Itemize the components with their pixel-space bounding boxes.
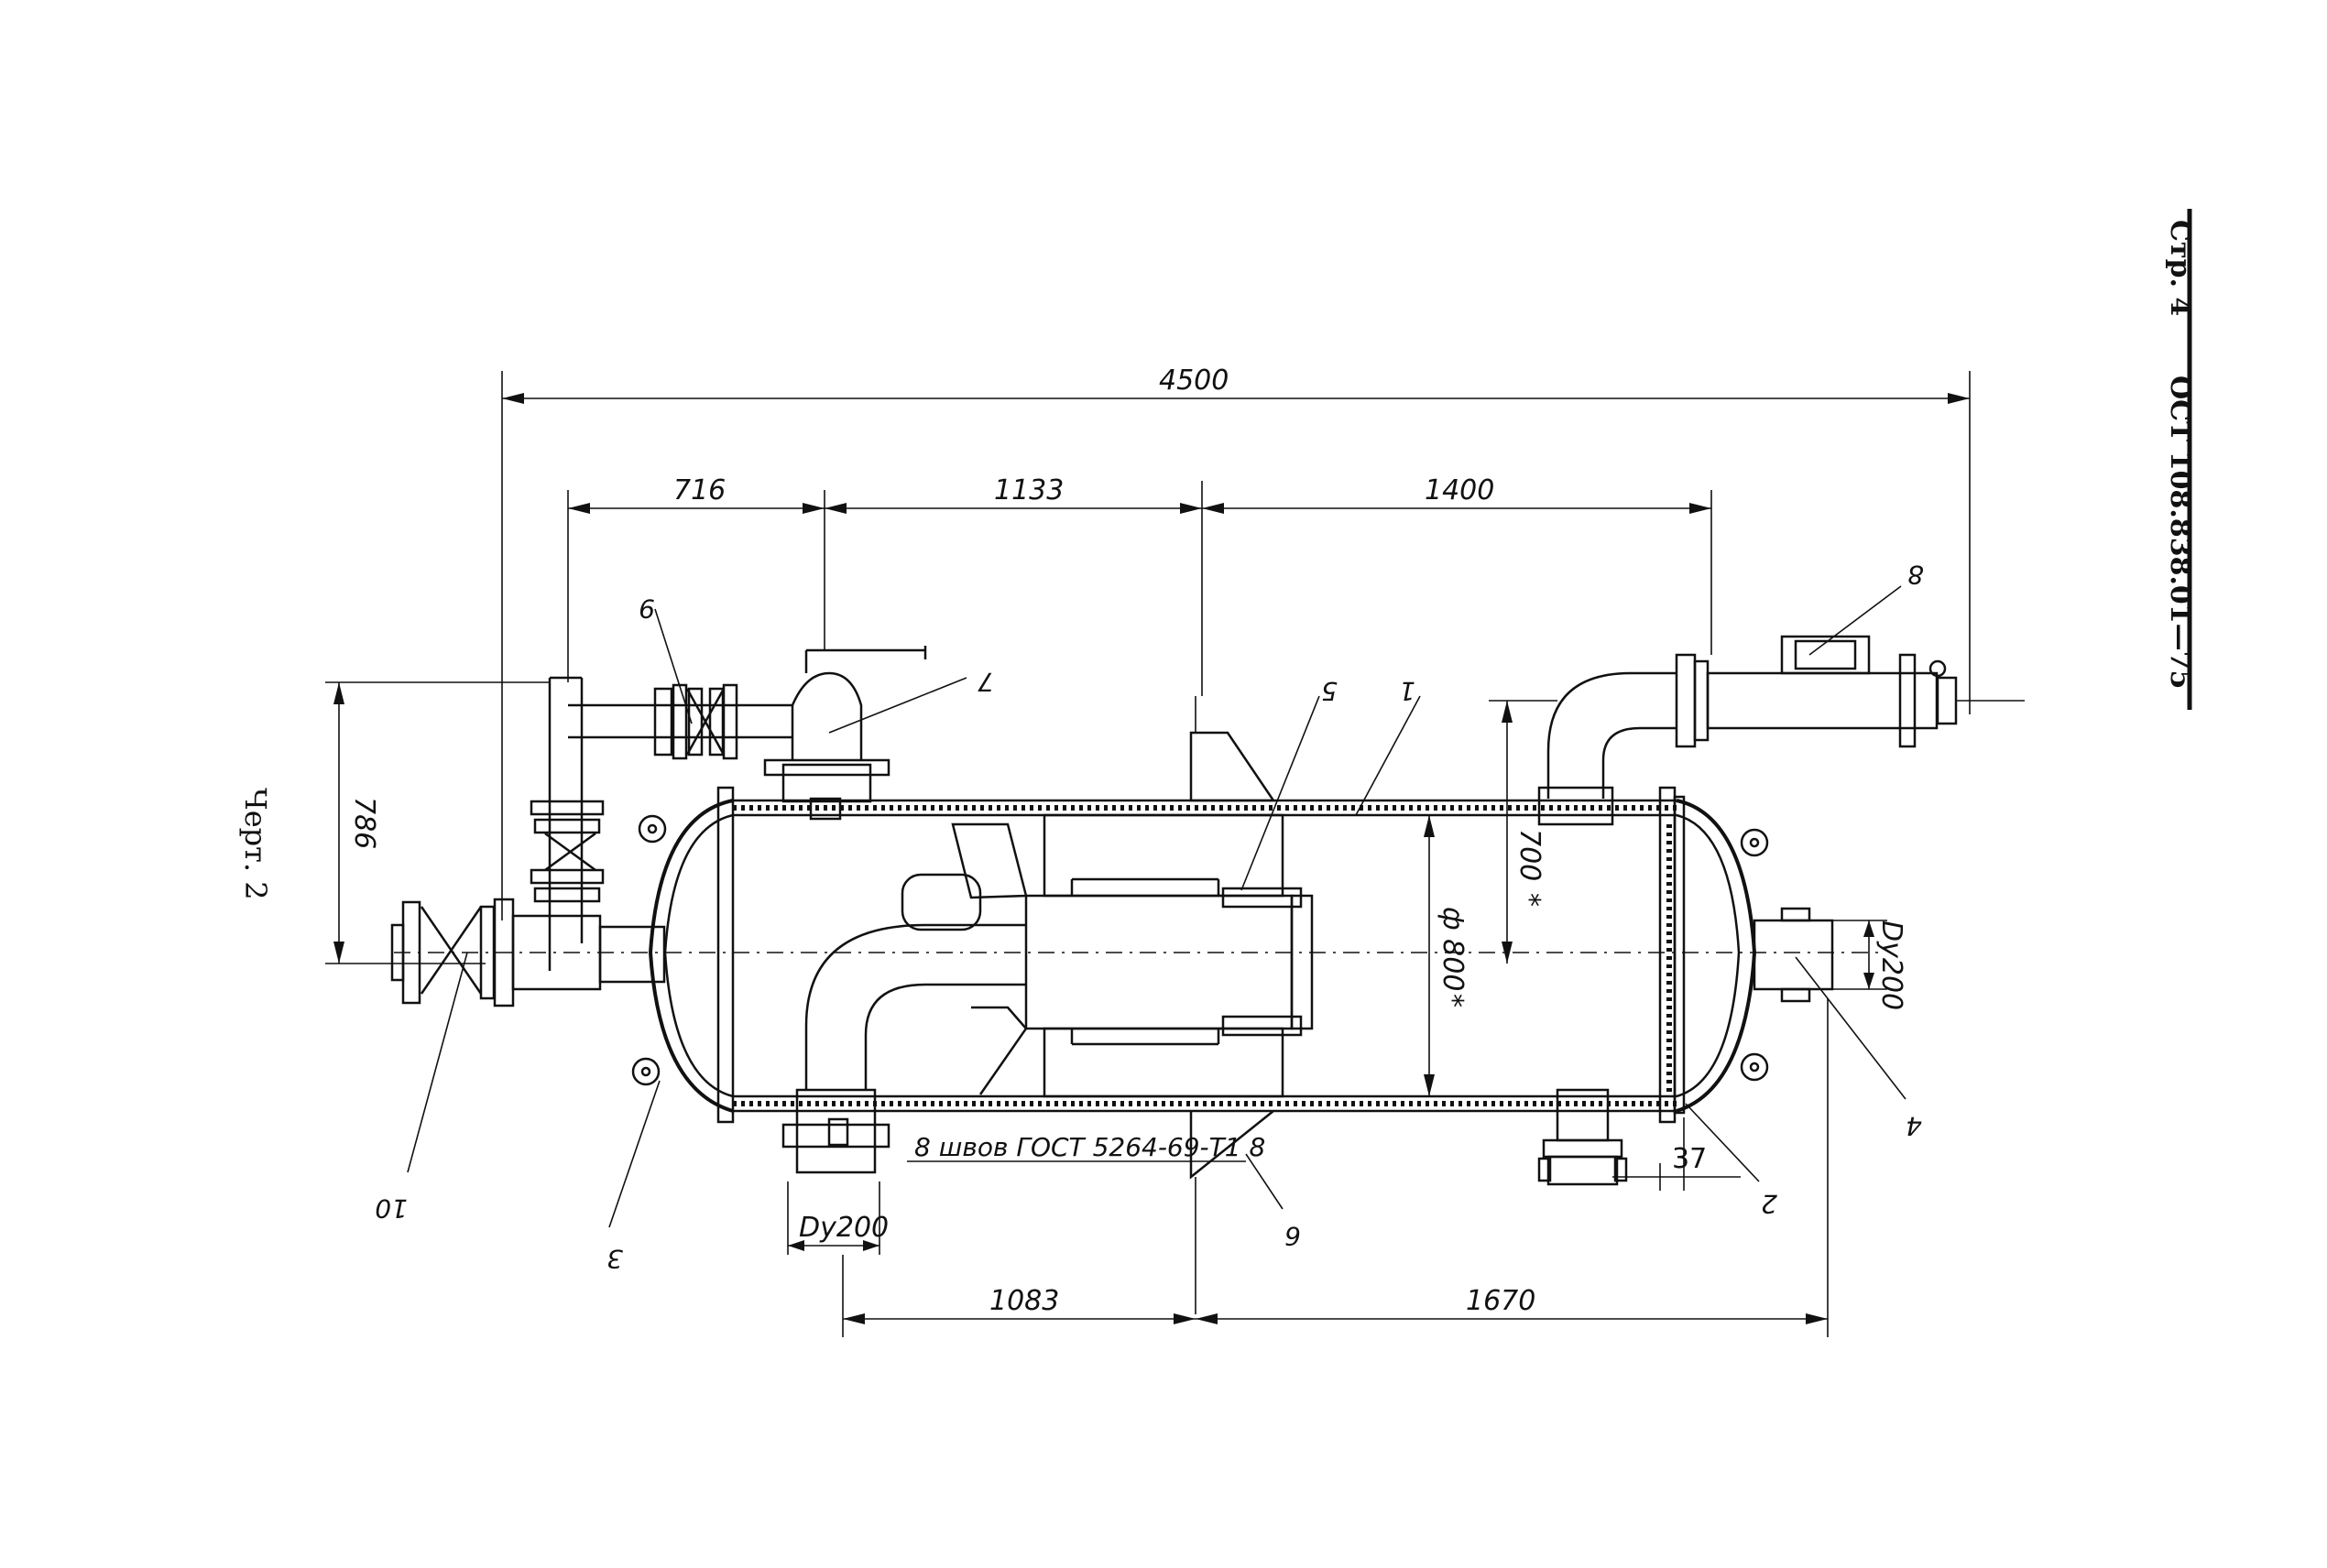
dim-716: 716: [673, 474, 726, 506]
dim-1083: 1083: [989, 1285, 1059, 1317]
right-nozzle: [1753, 907, 1834, 1003]
callout-7: 7: [978, 667, 994, 697]
dim-dy200-right: Dу200: [1875, 920, 1907, 1010]
dim-37: 37: [1672, 1143, 1707, 1175]
dim-700: 700: [1513, 829, 1546, 881]
callout-8: 8: [1907, 560, 1924, 590]
callout-10: 10: [375, 1193, 408, 1224]
vessel-shell: [394, 786, 1878, 1124]
dimension-labels: 4500 716 1133 1400 786 700 * ф 800 * Dу2…: [348, 365, 1907, 1317]
callout-6: 6: [1284, 1221, 1301, 1251]
internal-separator: [901, 813, 1314, 1098]
callout-numbers: 1 2 3 4 5 6 7 8 9 10: [375, 560, 1924, 1274]
callout-3: 3: [606, 1244, 623, 1274]
bottom-right-nozzle: [1537, 1088, 1628, 1186]
dim-diameter-800: ф 800: [1437, 907, 1469, 991]
top-right-piping: [1537, 635, 2025, 826]
dim-diameter-800-mark: *: [1437, 994, 1469, 1007]
callout-9: 9: [639, 593, 655, 624]
callout-2: 2: [1761, 1189, 1777, 1219]
weld-note: 8 швов ГОСТ 5264-69-Т1 8: [914, 1132, 1265, 1162]
left-outlet: [390, 898, 666, 1007]
dim-1400: 1400: [1425, 474, 1494, 506]
dim-1670: 1670: [1466, 1285, 1535, 1317]
dim-overall-length: 4500: [1159, 365, 1229, 397]
dim-1133: 1133: [994, 474, 1064, 506]
callout-5: 5: [1321, 676, 1338, 706]
dim-700-mark: *: [1513, 893, 1546, 907]
dim-786: 786: [348, 797, 380, 849]
lifting-lugs: [631, 814, 1769, 1086]
callout-1: 1: [1399, 676, 1415, 706]
callout-leaders: [407, 585, 1906, 1228]
dim-dy200-bottom: Dу200: [799, 1212, 889, 1244]
inlet-elbow: [781, 923, 1026, 1174]
dimension-lines: [325, 371, 1971, 1337]
saddle-supports: [1189, 696, 1276, 1314]
callout-4: 4: [1906, 1111, 1922, 1141]
top-left-piping: [530, 646, 927, 971]
figure-caption: Черт. 2: [238, 788, 273, 900]
